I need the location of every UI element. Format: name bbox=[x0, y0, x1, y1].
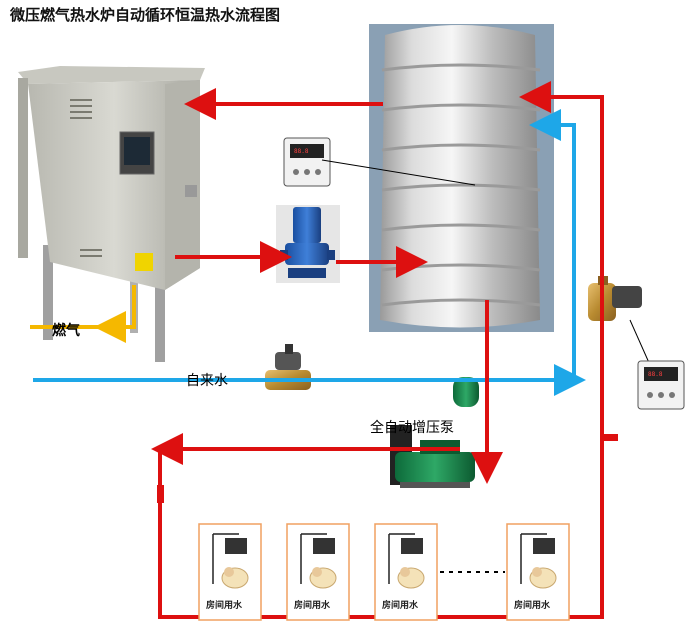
room-label: 房间用水 bbox=[382, 599, 419, 611]
storage-tank bbox=[369, 24, 554, 332]
booster-pump bbox=[390, 377, 479, 488]
gas-boiler bbox=[18, 66, 205, 362]
tap-water-label: 自来水 bbox=[186, 373, 228, 389]
room-label: 房间用水 bbox=[294, 599, 331, 611]
sensor-wire-return bbox=[629, 319, 651, 366]
room-unit: 房间用水 bbox=[506, 523, 570, 621]
room-label: 房间用水 bbox=[514, 599, 551, 611]
room-unit: 房间用水 bbox=[286, 523, 350, 621]
hot-water-supply-pipe bbox=[151, 81, 618, 619]
gas-pipe bbox=[30, 285, 136, 343]
cold-water-pipe bbox=[33, 109, 586, 396]
gas-label: 燃气 bbox=[52, 323, 80, 339]
circulation-pump bbox=[276, 205, 340, 283]
svg-text:88.8: 88.8 bbox=[648, 371, 663, 378]
room-unit: 房间用水 bbox=[374, 523, 438, 621]
room-label: 房间用水 bbox=[206, 599, 243, 611]
sensor-wire-tank bbox=[321, 159, 476, 186]
booster-pump-label: 全自动增压泵 bbox=[370, 420, 454, 436]
solenoid-valve-return bbox=[588, 276, 642, 321]
room-unit: 房间用水 bbox=[198, 523, 262, 621]
solenoid-valve-inlet bbox=[265, 344, 311, 390]
diagram-title: 微压燃气热水炉自动循环恒温热水流程图 bbox=[10, 6, 281, 24]
temperature-controller-tank: 88.8 bbox=[283, 137, 331, 187]
svg-text:88.8: 88.8 bbox=[294, 148, 309, 155]
hot-water-pipe-boiler-to-tank bbox=[175, 241, 428, 278]
temperature-controller-return: 88.8 bbox=[637, 360, 685, 410]
